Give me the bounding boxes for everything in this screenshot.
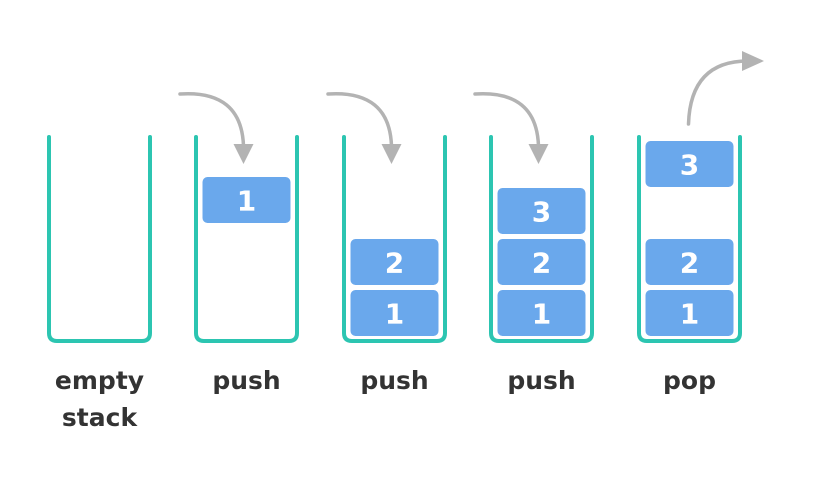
block-value: 1 [532, 298, 551, 331]
stack-label-line: push [507, 366, 575, 395]
stacks-layer: empty stack 1 push 1 2 push 1 2 3 push 1 2 3 pop [47, 51, 764, 432]
push-arrow-icon [473, 92, 549, 164]
block-rect [645, 239, 734, 285]
block-value: 3 [680, 149, 699, 182]
stack-container [637, 135, 742, 343]
stack-container [489, 135, 594, 343]
stack-block: 2 [350, 239, 439, 285]
block-rect [645, 141, 734, 187]
pop-arrow-icon [686, 51, 764, 126]
floating-block: 1 [202, 177, 291, 223]
arrow-head [233, 144, 254, 164]
stack-label: pop [663, 366, 716, 395]
stack-block: 1 [645, 290, 734, 336]
block-value: 1 [237, 185, 256, 218]
block-rect [202, 177, 291, 223]
stack-2: 1 push [178, 92, 299, 395]
block-rect [497, 290, 586, 336]
stack-label: push [360, 366, 428, 395]
stack-5: 1 2 3 pop [637, 51, 764, 395]
stack-block: 3 [497, 188, 586, 234]
block-value: 3 [532, 196, 551, 229]
stack-label-line: stack [62, 403, 139, 432]
block-value: 1 [385, 298, 404, 331]
stack-label-line: push [212, 366, 280, 395]
stack-block: 1 [497, 290, 586, 336]
stack-4: 1 2 3 push [473, 92, 594, 395]
block-value: 2 [532, 247, 551, 280]
stack-container [47, 135, 152, 343]
block-rect [350, 239, 439, 285]
stack-block: 2 [497, 239, 586, 285]
stack-label: empty stack [55, 366, 144, 432]
stack-label: push [212, 366, 280, 395]
arrow-head [381, 144, 402, 164]
block-rect [497, 239, 586, 285]
stack-block: 1 [350, 290, 439, 336]
stack-label-line: push [360, 366, 428, 395]
arrow-head [742, 51, 764, 71]
block-rect [497, 188, 586, 234]
stack-container [342, 135, 447, 343]
floating-block: 3 [645, 141, 734, 187]
block-rect [350, 290, 439, 336]
arrow-curve [473, 92, 541, 148]
block-value: 1 [680, 298, 699, 331]
push-arrow-icon [178, 92, 254, 164]
arrow-curve [178, 92, 246, 148]
stack-label: push [507, 366, 575, 395]
stack-label-line: empty [55, 366, 144, 395]
stack-1: empty stack [47, 135, 152, 432]
push-arrow-icon [326, 92, 402, 164]
arrow-curve [326, 92, 394, 148]
block-value: 2 [385, 247, 404, 280]
stack-container [194, 135, 299, 343]
arrow-head [528, 144, 549, 164]
block-rect [645, 290, 734, 336]
stack-label-line: pop [663, 366, 716, 395]
stack-3: 1 2 push [326, 92, 447, 395]
arrow-curve [686, 59, 750, 126]
stack-block: 2 [645, 239, 734, 285]
block-value: 2 [680, 247, 699, 280]
